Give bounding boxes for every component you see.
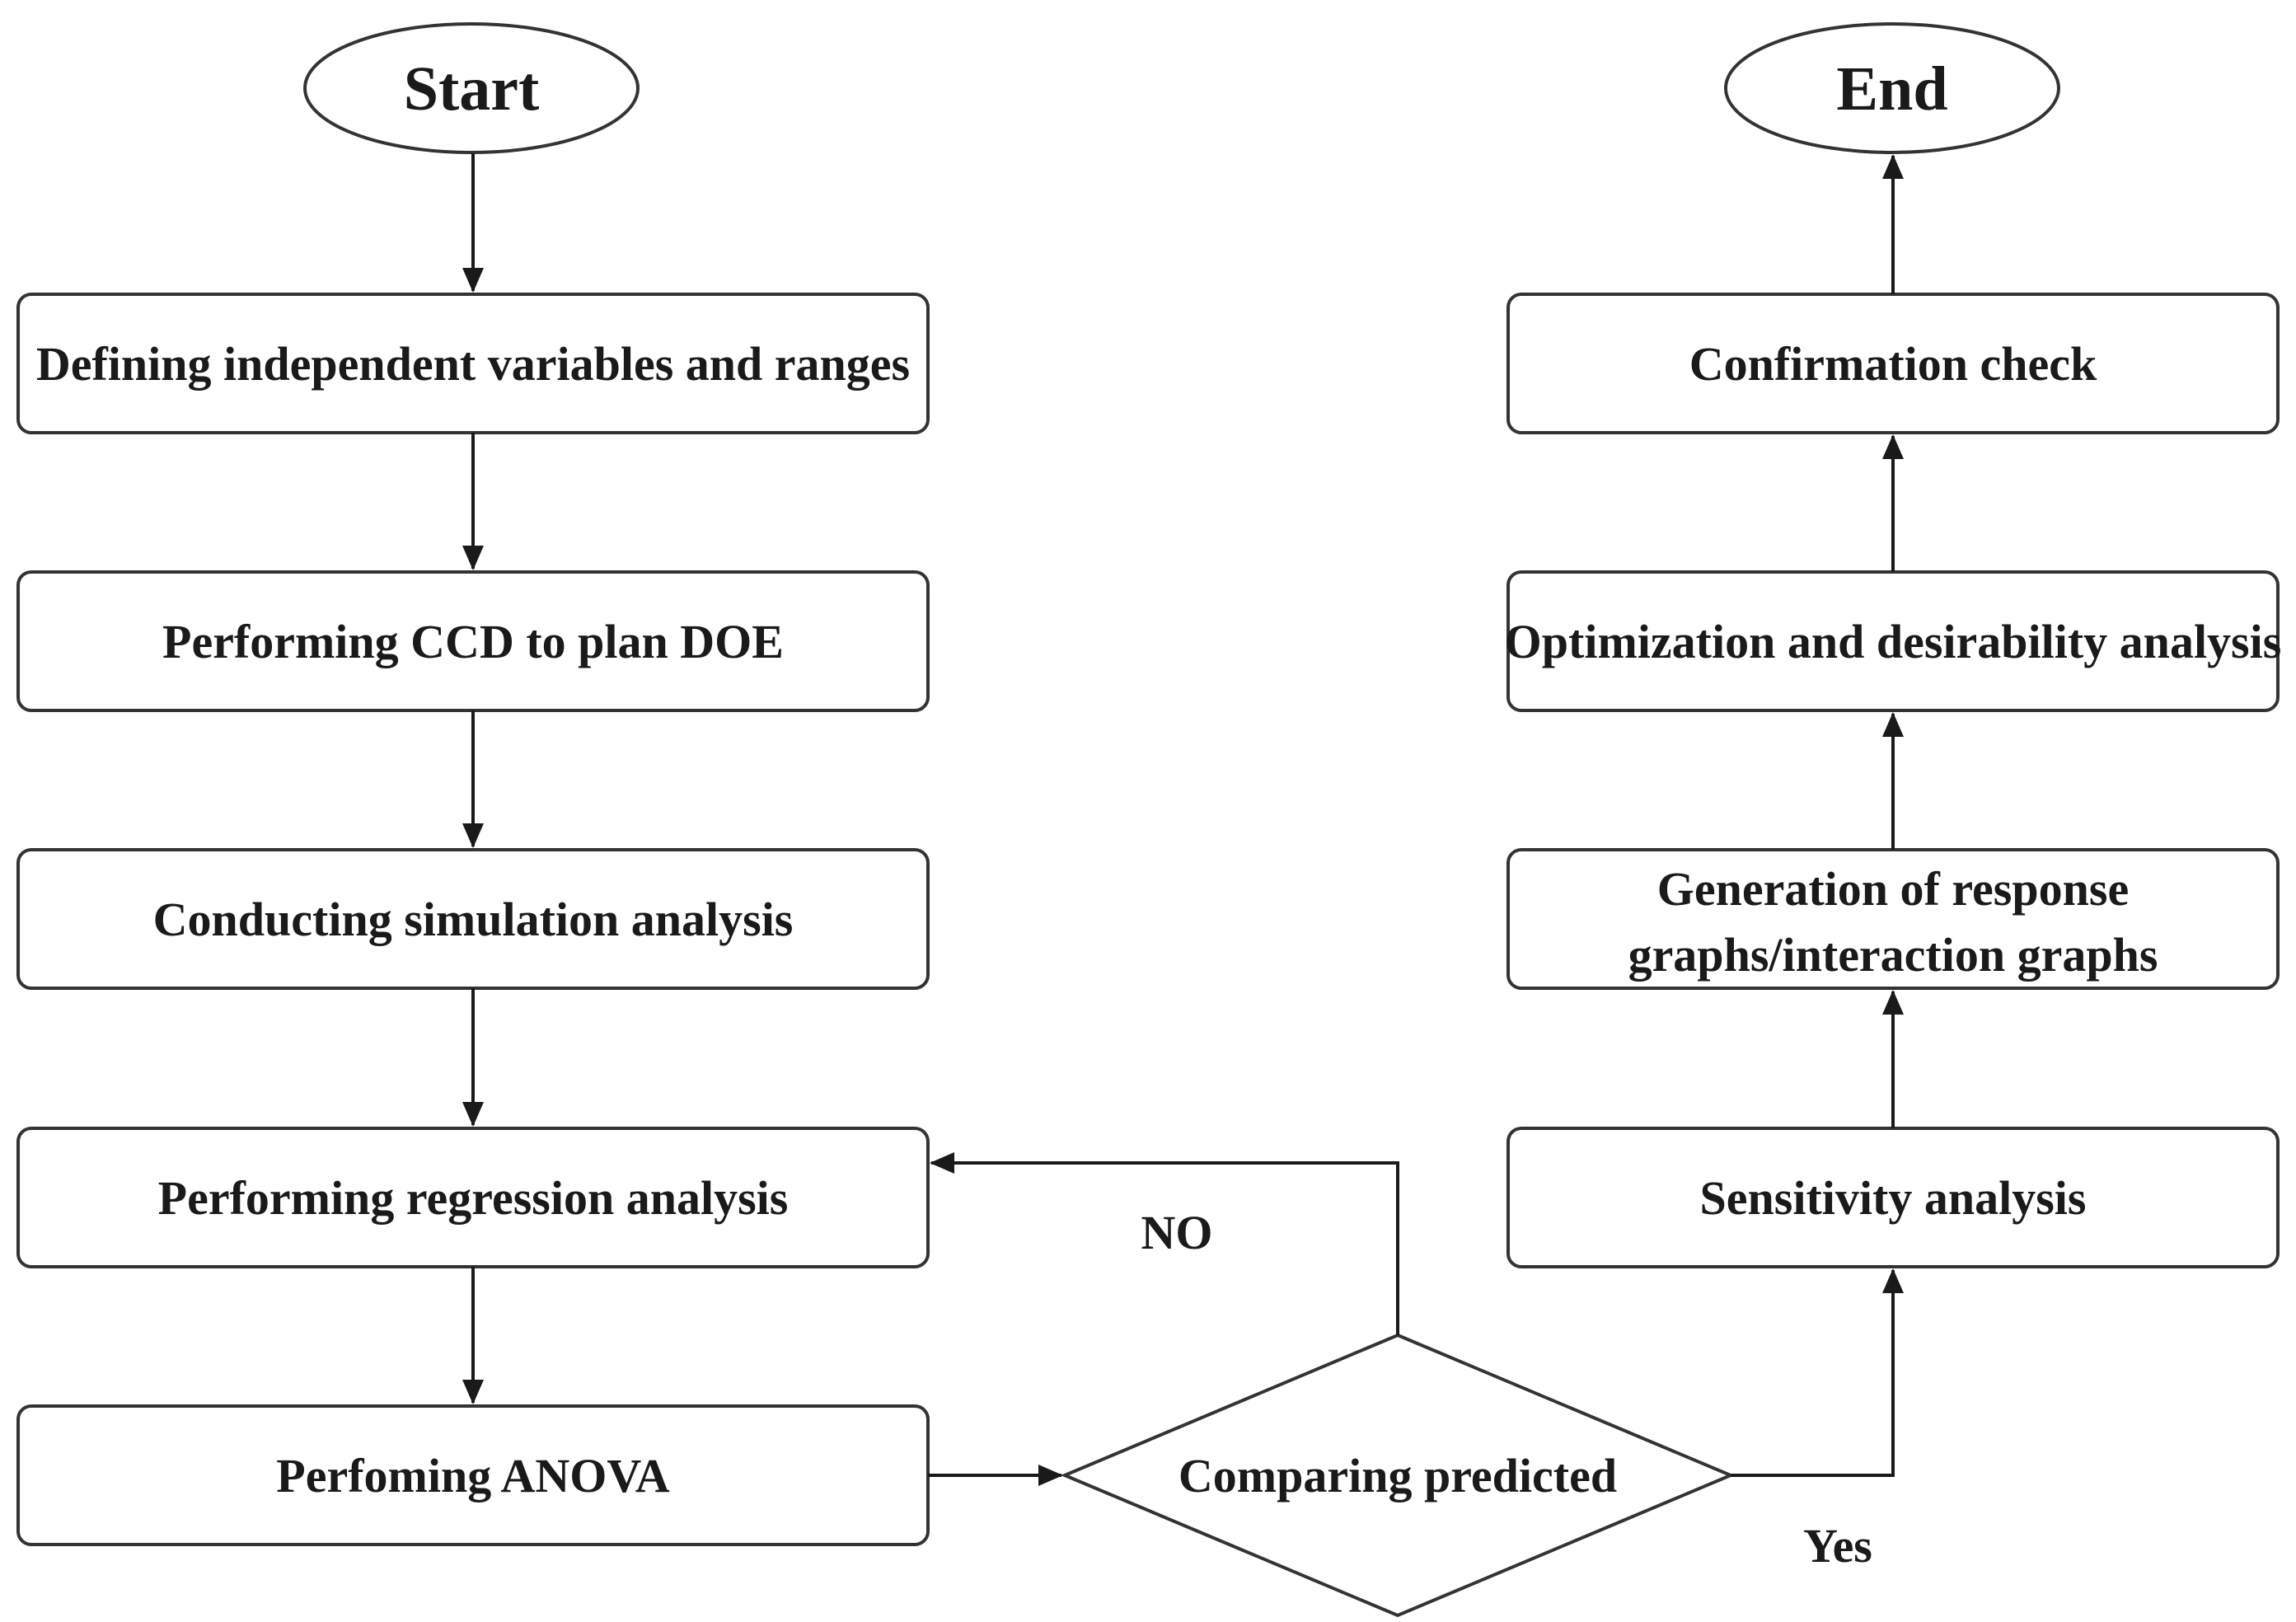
process-label-response-line1: Generation of response — [1657, 862, 2129, 916]
arrow-decision-no-to-regression — [930, 1152, 1399, 1335]
end-label: End — [1836, 54, 1947, 124]
arrow-decision-yes-to-sensitivity — [1731, 1268, 1904, 1477]
process-box-anova: Perfoming ANOVA — [16, 1404, 930, 1546]
process-box-response: Generation of response graphs/interactio… — [1506, 848, 2280, 990]
process-label-simulation: Conducting simulation analysis — [153, 893, 794, 946]
process-label-define: Defining independent variables and range… — [36, 337, 910, 391]
process-box-confirmation: Confirmation check — [1506, 293, 2280, 434]
process-box-regression: Performing regression analysis — [16, 1127, 930, 1268]
start-terminal: Start — [303, 22, 640, 154]
process-label-regression: Performing regression analysis — [158, 1171, 789, 1225]
decision-diamond: Comparing predicted — [1060, 1333, 1736, 1618]
process-label-confirmation: Confirmation check — [1689, 337, 2097, 391]
process-box-optimization: Optimization and desirability analysis — [1505, 570, 2282, 712]
process-label-anova: Perfoming ANOVA — [276, 1449, 670, 1502]
process-box-simulation: Conducting simulation analysis — [16, 848, 930, 990]
process-box-define: Defining independent variables and range… — [16, 293, 930, 434]
process-label-sensitivity: Sensitivity analysis — [1700, 1171, 2087, 1225]
decision-label: Comparing predicted — [1178, 1449, 1617, 1502]
edge-label-no: NO — [1141, 1206, 1213, 1259]
edge-label-yes: Yes — [1803, 1519, 1872, 1573]
end-terminal: End — [1724, 22, 2060, 154]
process-box-sensitivity: Sensitivity analysis — [1506, 1127, 2280, 1268]
process-label-ccd: Performing CCD to plan DOE — [162, 615, 784, 668]
process-box-ccd: Performing CCD to plan DOE — [16, 570, 930, 712]
process-label-optimization: Optimization and desirability analysis — [1505, 615, 2282, 668]
process-label-response-line2: graphs/interaction graphs — [1628, 928, 2158, 982]
start-label: Start — [404, 54, 540, 124]
